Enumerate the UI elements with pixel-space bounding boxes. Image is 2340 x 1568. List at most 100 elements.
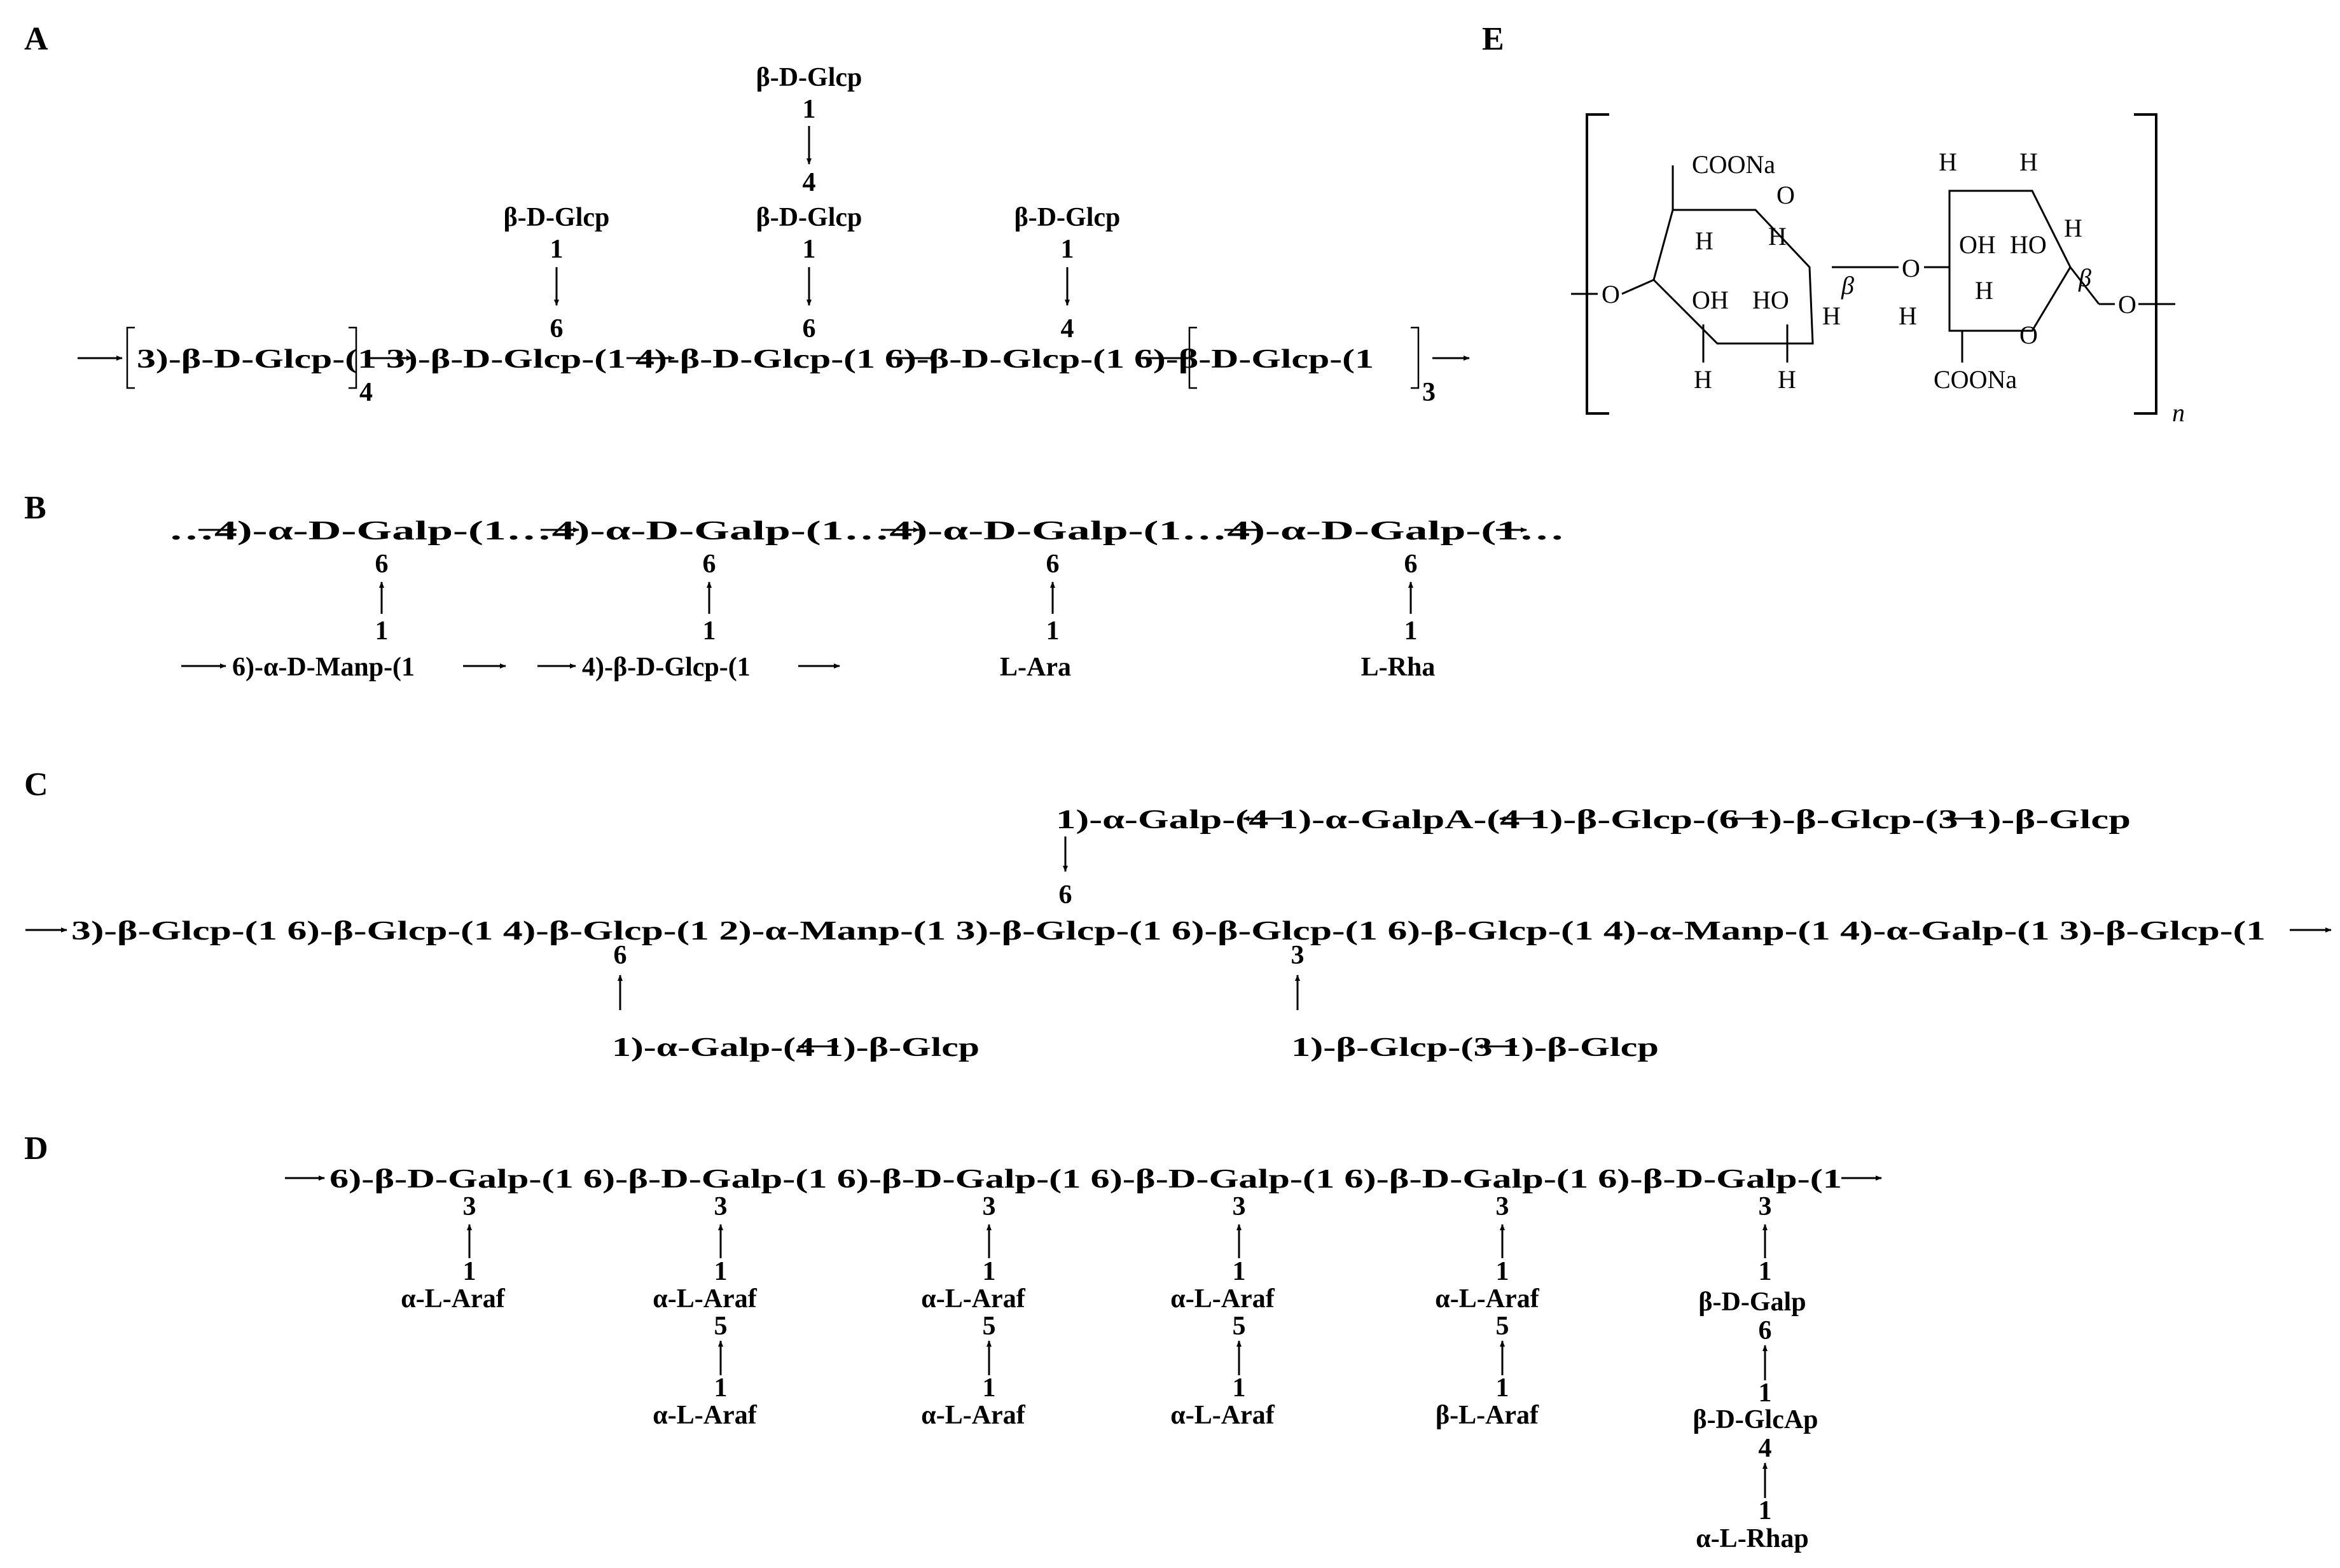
glycosidic-oxygen: O — [2118, 290, 2136, 319]
linkage-number: 6 — [614, 941, 627, 970]
branch-residue: β-D-Glcp — [504, 203, 610, 232]
branch-column-4: 3 1 α-L-Araf 5 1 α-L-Araf — [1170, 1192, 1275, 1430]
linkage-number: 5 — [1233, 1312, 1246, 1341]
main-chain-b: …4)-α-D-Galp-(1…4)-α-D-Galp-(1…4)-α-D-Ga… — [169, 517, 1565, 546]
linkage-number: 5 — [1496, 1312, 1509, 1341]
beta-label: β — [2078, 263, 2091, 292]
linkage-number: 1 — [714, 1373, 728, 1403]
hydroxyl: HO — [1752, 286, 1789, 314]
bottom-branch-c2: 1)-β-Glcp-(3 1)-β-Glcp — [1291, 1033, 1659, 1062]
linkage-number: 6 — [1759, 1316, 1772, 1345]
panel-e: E n O COONa O H H OH HO H H H β O H H OH… — [1482, 21, 2185, 427]
repeat-count-left: 4 — [359, 378, 373, 407]
side-residue: α-L-Araf — [653, 1284, 757, 1314]
repeat-count-right: 3 — [1422, 378, 1436, 407]
linkage-number: 6 — [803, 314, 816, 343]
linkage-number: 1 — [1233, 1257, 1246, 1286]
linkage-number: 6 — [703, 550, 716, 579]
hydroxyl: OH — [1692, 286, 1729, 314]
panel-b: B …4)-α-D-Galp-(1…4)-α-D-Galp-(1…4)-α-D-… — [24, 490, 1565, 682]
polymer-bracket-open — [1586, 113, 1609, 415]
branch-column-6: 3 1 β-D-Galp 6 1 β-D-GlcAp 4 1 α-L-Rhap — [1693, 1192, 1818, 1553]
linkage-number: 1 — [550, 235, 564, 264]
linkage-number: 6 — [550, 314, 564, 343]
left-pyranose-ring — [1652, 209, 1814, 345]
repeat-bracket-open — [1188, 326, 1197, 389]
linkage-number: 1 — [1233, 1373, 1246, 1403]
h-atom: H — [1975, 276, 1993, 305]
linkage-number: 1 — [1404, 616, 1418, 646]
linkage-number: 1 — [463, 1257, 476, 1286]
repeat-bracket-close — [349, 326, 357, 389]
side-chain-residue: L-Ara — [1000, 653, 1071, 682]
linkage-number: 1 — [1496, 1373, 1509, 1403]
main-chain-d: 6)-β-D-Galp-(1 6)-β-D-Galp-(1 6)-β-D-Gal… — [329, 1165, 1842, 1194]
h-atom: H — [2019, 148, 2038, 176]
glycosidic-oxygen: O — [1602, 280, 1620, 309]
panel-label-e: E — [1482, 21, 1504, 57]
h-atom: H — [1768, 222, 1787, 251]
linkage-number: 3 — [714, 1192, 728, 1221]
linkage-number: 1 — [983, 1373, 996, 1403]
side-chain-residue: L-Rha — [1361, 653, 1436, 682]
h-atom: H — [1695, 226, 1713, 255]
side-residue: α-L-Araf — [653, 1401, 757, 1430]
linkage-number: 1 — [703, 616, 716, 646]
panel-a: A 4 3)-β-D-Glcp-(1 3)-β-D-Glcp-(1 4)-β-D… — [24, 21, 1470, 407]
linkage-number: 3 — [463, 1192, 476, 1221]
repeat-bracket-open — [126, 326, 135, 389]
linkage-number: 1 — [1046, 616, 1060, 646]
side-residue: α-L-Araf — [921, 1401, 1025, 1430]
panel-c: C 1)-α-Galp-(4 1)-α-GalpA-(4 1)-β-Glcp-(… — [24, 767, 2332, 1062]
h-atom: H — [1778, 365, 1796, 394]
carboxylate-label: COONa — [1934, 365, 2017, 394]
h-atom: H — [1939, 148, 1957, 176]
side-chain-residue: 6)-α-D-Manp-(1 — [232, 653, 415, 682]
linkage-number: 6 — [375, 550, 389, 579]
linkage-number: 3 — [1233, 1192, 1246, 1221]
linkage-number: 5 — [983, 1312, 996, 1341]
carboxylate-label: COONa — [1692, 150, 1775, 179]
h-atom: H — [2064, 214, 2082, 242]
linkage-number: 1 — [803, 95, 816, 124]
h-atom: H — [1899, 302, 1917, 330]
polymer-bracket-close — [2134, 113, 2157, 415]
main-chain-c: 3)-β-Glcp-(1 6)-β-Glcp-(1 4)-β-Glcp-(1 2… — [71, 917, 2266, 946]
linkage-number: 3 — [1759, 1192, 1772, 1221]
side-residue: α-L-Rhap — [1696, 1524, 1808, 1553]
branch-column-5: 3 1 α-L-Araf 5 1 β-L-Araf — [1435, 1192, 1539, 1430]
right-pyranose-ring — [1948, 190, 2072, 332]
panel-label-d: D — [24, 1130, 48, 1167]
side-residue: β-D-Galp — [1698, 1287, 1806, 1317]
branch-residue: β-D-Glcp — [756, 203, 862, 232]
side-residue: α-L-Araf — [921, 1284, 1025, 1314]
hydroxyl: HO — [2010, 230, 2047, 259]
side-chain-residue: 4)-β-D-Glcp-(1 — [582, 653, 751, 682]
linkage-number: 6 — [1404, 550, 1418, 579]
linkage-number: 6 — [1046, 550, 1060, 579]
linkage-number: 1 — [803, 235, 816, 264]
top-branch-c: 1)-α-Galp-(4 1)-α-GalpA-(4 1)-β-Glcp-(6 … — [1056, 805, 2131, 835]
linkage-number: 1 — [983, 1257, 996, 1286]
side-residue: β-D-GlcAp — [1693, 1405, 1818, 1434]
side-residue: α-L-Araf — [1435, 1284, 1539, 1314]
repeat-n: n — [2172, 398, 2185, 427]
linkage-number: 3 — [1291, 941, 1305, 970]
panel-d: D 6)-β-D-Galp-(1 6)-β-D-Galp-(1 6)-β-D-G… — [24, 1130, 1882, 1553]
branch-column-2: 3 1 α-L-Araf 5 1 α-L-Araf — [653, 1192, 757, 1430]
branch-residue: β-D-Glcp — [756, 63, 862, 92]
linkage-number: 3 — [983, 1192, 996, 1221]
linkage-number: 1 — [1061, 235, 1074, 264]
bottom-branch-c1: 1)-α-Galp-(4 1)-β-Glcp — [612, 1033, 980, 1062]
linkage-number: 4 — [1061, 314, 1074, 343]
linkage-number: 1 — [1496, 1257, 1509, 1286]
side-residue: α-L-Araf — [401, 1284, 505, 1314]
repeat-bracket-close — [1411, 326, 1420, 389]
linkage-number: 1 — [1759, 1496, 1772, 1525]
linkage-number: 3 — [1496, 1192, 1509, 1221]
panel-label-b: B — [24, 490, 46, 526]
linkage-number: 4 — [803, 168, 816, 197]
bond — [2069, 267, 2100, 305]
linkage-number: 4 — [1759, 1434, 1772, 1463]
